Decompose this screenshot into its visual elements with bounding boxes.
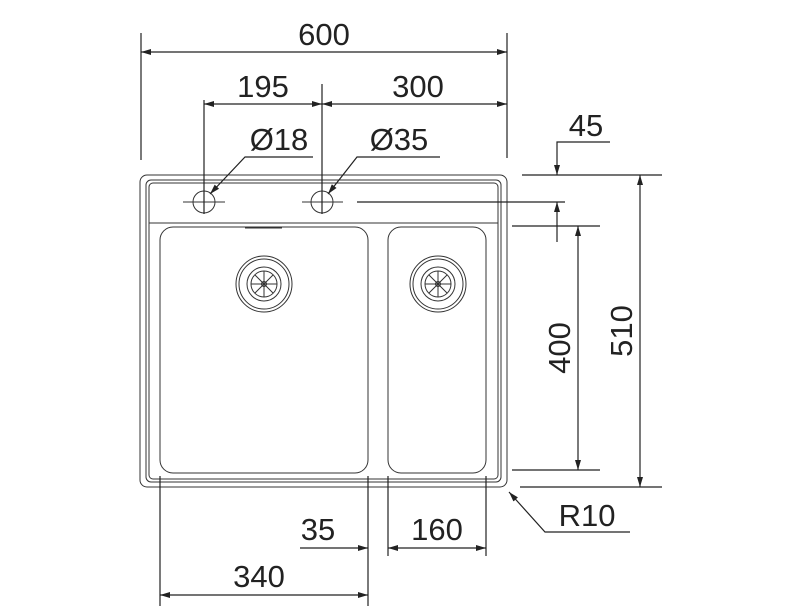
sink-outline	[139, 174, 508, 488]
large-bowl	[159, 226, 369, 474]
dim-small-bowl-width: 160	[411, 512, 463, 547]
dim-hole1-offset: 195	[237, 69, 289, 104]
dimension-lines	[141, 49, 643, 598]
dim-divider-width: 35	[301, 512, 335, 547]
dim-hole1-diameter: Ø18	[250, 122, 309, 157]
dim-bowl-depth: 400	[542, 322, 577, 374]
dim-overall-depth: 510	[604, 305, 639, 357]
drain-large-icon	[235, 255, 293, 313]
dim-shelf-depth: 45	[569, 108, 603, 143]
dim-large-bowl-width: 340	[233, 559, 285, 594]
drain-small-icon	[409, 255, 467, 313]
dim-overall-width: 600	[298, 17, 350, 52]
dim-hole2-diameter: Ø35	[370, 122, 429, 157]
dim-corner-radius: R10	[559, 498, 616, 533]
dim-hole2-offset: 300	[392, 69, 444, 104]
small-bowl	[387, 226, 487, 474]
